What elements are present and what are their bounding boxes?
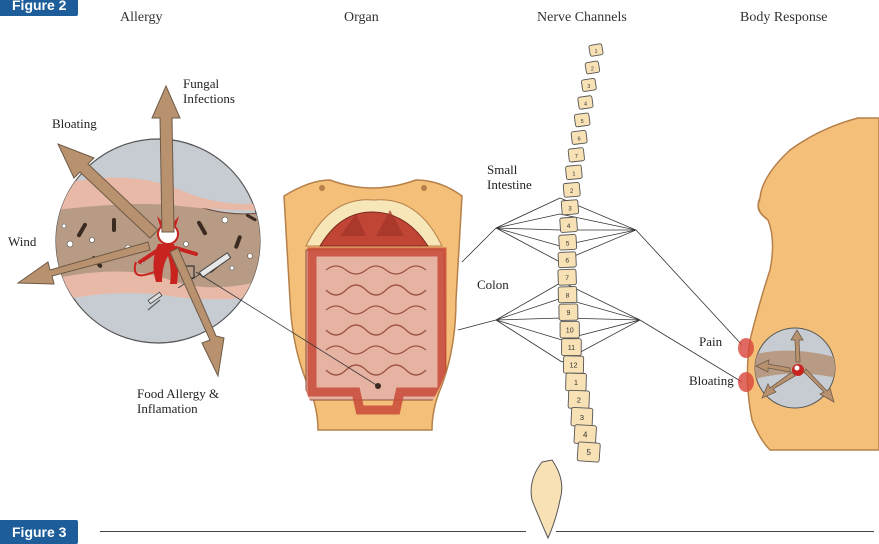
vertebra-number: 7 — [565, 275, 569, 282]
tailbone — [531, 460, 562, 538]
label-fungal-infections: Fungal Infections — [183, 76, 235, 106]
vertebra-number: 2 — [591, 66, 594, 72]
vertebra-number: 5 — [566, 240, 570, 247]
divider-left — [100, 531, 526, 532]
label-colon: Colon — [477, 277, 509, 292]
vertebra: 6 — [571, 130, 587, 144]
vertebra: 7 — [558, 269, 577, 285]
label-wind: Wind — [8, 234, 36, 249]
vertebra: 11 — [562, 339, 582, 356]
vertebra: 1 — [565, 165, 582, 180]
vertebra: 2 — [568, 390, 589, 409]
vertebra-number: 3 — [568, 205, 572, 212]
vertebra: 3 — [581, 78, 596, 92]
vertebra-number: 9 — [566, 310, 570, 317]
label-bloating-allergy: Bloating — [52, 116, 97, 131]
vertebra: 12 — [563, 356, 583, 374]
vertebra: 5 — [577, 442, 600, 462]
vertebra: 2 — [563, 182, 580, 197]
vertebra-number: 3 — [587, 84, 590, 90]
figure-3-tag: Figure 3 — [0, 520, 78, 544]
vertebra: 4 — [574, 425, 597, 445]
vertebra-number: 2 — [577, 396, 581, 405]
vertebra: 2 — [585, 61, 600, 74]
nerve-lines — [196, 198, 742, 386]
vertebra-number: 10 — [566, 327, 574, 335]
vertebra-number: 8 — [566, 293, 570, 300]
vertebra-number: 1 — [595, 49, 598, 55]
vertebra-number: 1 — [572, 171, 575, 177]
vertebra-number: 6 — [565, 258, 569, 265]
vertebra-number: 7 — [575, 154, 578, 160]
vertebra-number: 3 — [580, 413, 584, 422]
vertebra-number: 12 — [569, 361, 577, 370]
vertebra-number: 4 — [567, 223, 571, 230]
label-bloating-response: Bloating — [689, 373, 734, 388]
vertebra: 1 — [566, 373, 587, 391]
vertebra-number: 11 — [568, 343, 575, 352]
body-profile — [738, 118, 879, 450]
torso-figure — [284, 180, 462, 430]
vertebra: 4 — [560, 217, 578, 233]
vertebra-number: 4 — [583, 431, 588, 440]
vertebra: 3 — [561, 200, 579, 215]
vertebra-number: 4 — [584, 101, 587, 107]
vertebra: 4 — [578, 95, 594, 109]
divider-right — [556, 531, 874, 532]
vertebra: 5 — [559, 234, 577, 250]
vertebra-number: 1 — [574, 378, 578, 387]
vertebra: 3 — [571, 407, 593, 426]
vertebra: 5 — [574, 113, 590, 127]
vertebra: 1 — [589, 43, 604, 56]
vertebra-number: 5 — [587, 448, 592, 457]
vertebra: 10 — [560, 321, 579, 338]
label-small-intestine: Small Intestine — [487, 162, 532, 192]
vertebra: 9 — [559, 304, 578, 321]
vertebra: 6 — [558, 252, 576, 268]
vertebra-number: 6 — [578, 136, 581, 142]
vertebra-number: 5 — [581, 119, 584, 125]
label-pain: Pain — [699, 334, 722, 349]
vertebra: 8 — [558, 287, 577, 303]
vertebra: 7 — [568, 148, 585, 163]
label-food-allergy: Food Allergy & Inflamation — [137, 386, 219, 416]
